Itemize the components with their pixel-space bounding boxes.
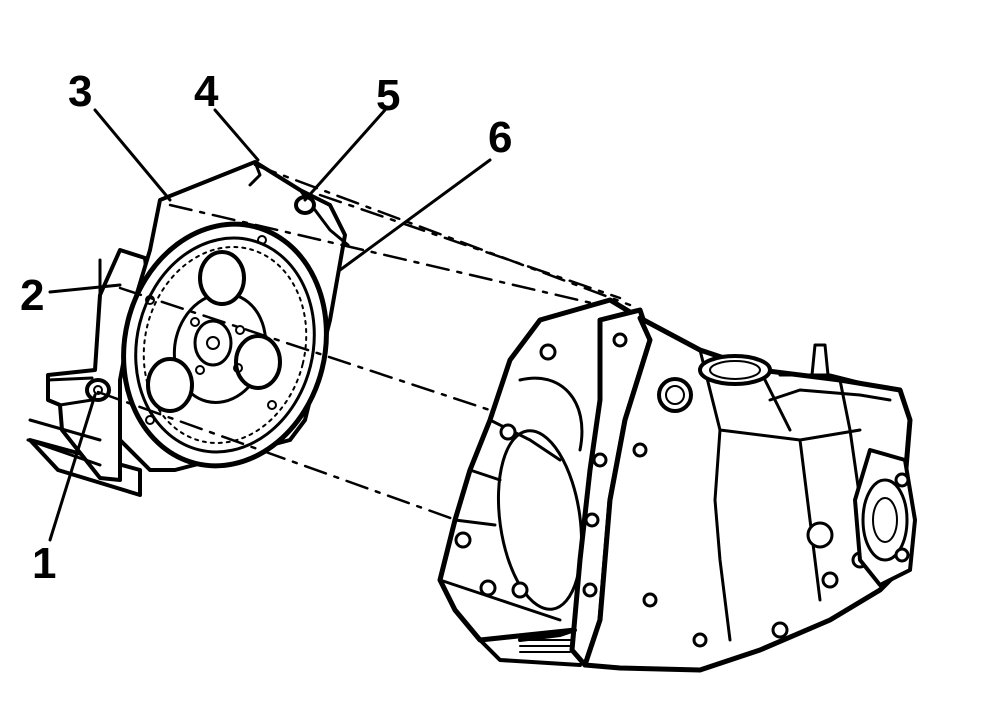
leader-lines bbox=[48, 108, 492, 542]
callout-3: 3 bbox=[68, 67, 92, 116]
leader-2 bbox=[48, 283, 122, 294]
leader-3 bbox=[93, 108, 172, 202]
callout-5: 5 bbox=[376, 71, 400, 120]
leader-1 bbox=[48, 393, 97, 542]
leader-5 bbox=[303, 108, 387, 202]
flexplate bbox=[121, 221, 329, 469]
callout-4: 4 bbox=[194, 67, 219, 116]
callout-1: 1 bbox=[32, 539, 56, 588]
mounting-bolt bbox=[85, 378, 111, 402]
callout-labels: 1 2 3 4 5 6 bbox=[20, 67, 512, 588]
stud bbox=[294, 195, 316, 215]
leader-4 bbox=[213, 108, 260, 162]
callout-6: 6 bbox=[488, 113, 512, 162]
alignment-lines bbox=[96, 163, 632, 527]
transaxle bbox=[437, 297, 917, 673]
callout-2: 2 bbox=[20, 271, 44, 320]
leader-6 bbox=[338, 158, 492, 272]
